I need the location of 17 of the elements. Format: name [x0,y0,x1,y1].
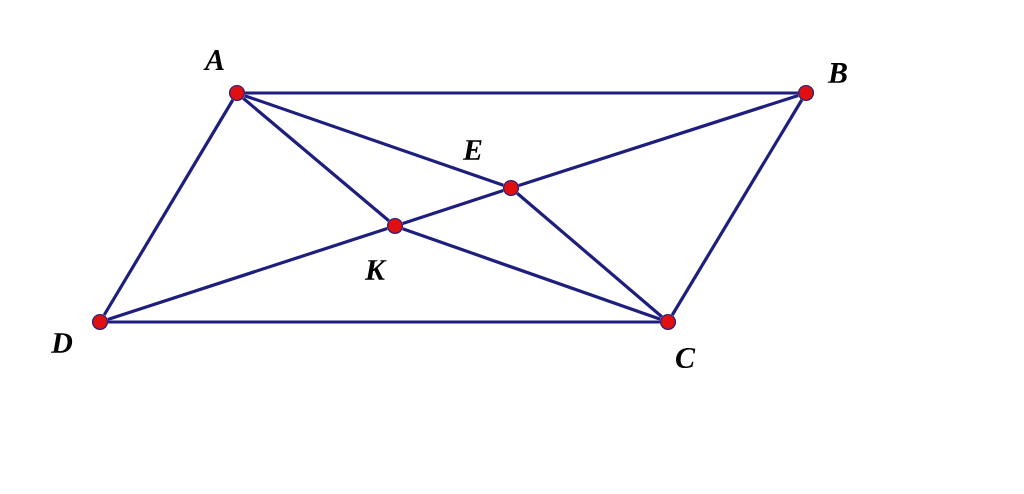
point-label: D [50,333,73,353]
line-segment [516,192,663,318]
line-segment [402,227,661,321]
point-label: C [676,347,696,369]
point-label: E [462,140,482,160]
line-segment [242,97,390,222]
point-label: A [203,50,224,70]
line-segment [245,91,798,95]
point-label: B [827,63,847,83]
line-segment [402,189,504,225]
line-segment [518,93,799,188]
line-segment [670,99,804,316]
line-segment [244,94,504,187]
line-segment [102,99,235,316]
line-segment [107,226,388,321]
line-segment [108,320,660,324]
point-label: K [364,260,387,280]
